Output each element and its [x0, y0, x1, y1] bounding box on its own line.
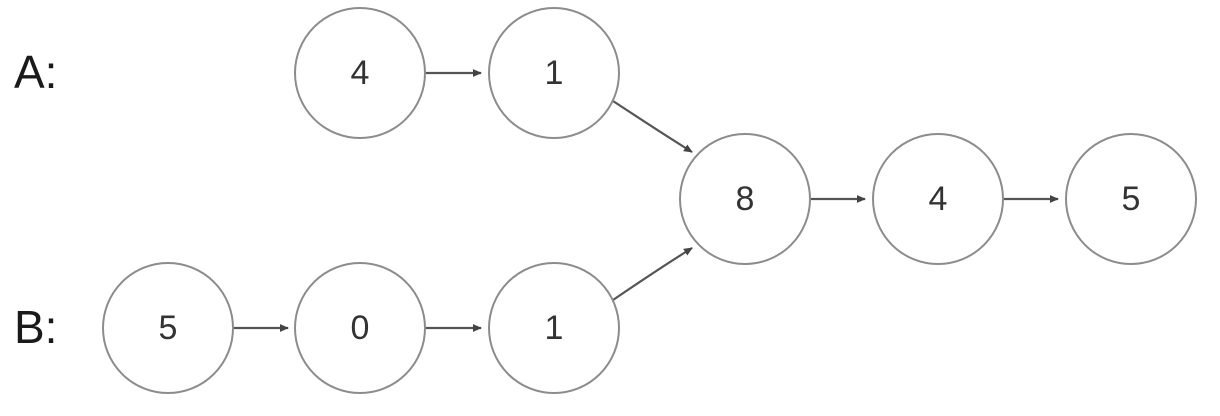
row-label-a: A: [14, 46, 57, 98]
node-circle[interactable] [102, 262, 234, 394]
row-label-b: B: [14, 301, 57, 353]
node-shared-1[interactable]: 4 [872, 133, 1004, 265]
node-value: 5 [1122, 180, 1141, 218]
node-value: 5 [159, 309, 178, 347]
node-b-1[interactable]: 0 [294, 262, 426, 394]
node-value: 1 [545, 309, 564, 347]
node-circle[interactable] [872, 133, 1004, 265]
edge-a1-to-node8 [612, 100, 693, 153]
node-shared-0[interactable]: 8 [679, 133, 811, 265]
node-a-0[interactable]: 4 [294, 7, 426, 139]
node-value: 1 [545, 54, 564, 92]
node-value: 4 [351, 54, 370, 92]
node-a-1[interactable]: 1 [488, 7, 620, 139]
node-circle[interactable] [294, 262, 426, 394]
node-circle[interactable] [488, 7, 620, 139]
node-value: 8 [736, 180, 755, 218]
node-b-0[interactable]: 5 [102, 262, 234, 394]
node-circle[interactable] [488, 262, 620, 394]
node-shared-2[interactable]: 5 [1065, 133, 1197, 265]
node-circle[interactable] [1065, 133, 1197, 265]
node-value: 0 [351, 309, 370, 347]
node-circle[interactable] [679, 133, 811, 265]
edge-b1-to-node8 [612, 247, 693, 301]
node-value: 4 [929, 180, 948, 218]
node-b-2[interactable]: 1 [488, 262, 620, 394]
node-circle[interactable] [294, 7, 426, 139]
